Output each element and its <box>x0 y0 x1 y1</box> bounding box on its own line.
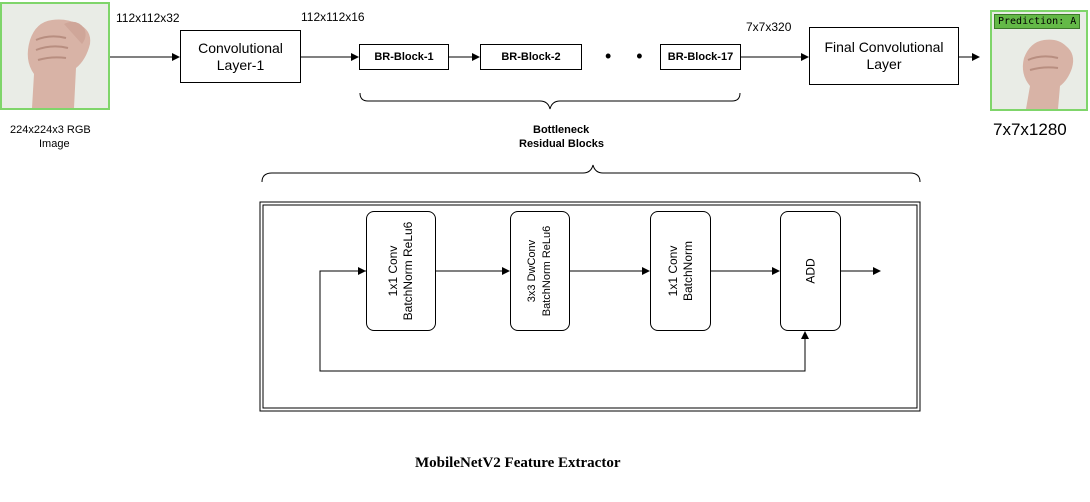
bottleneck-label-line1: Bottleneck <box>533 124 590 136</box>
final-convolutional-layer: Final Convolutional Layer <box>809 27 959 85</box>
output-image: Prediction: A <box>990 10 1088 111</box>
input-caption-line2: Image <box>39 138 70 150</box>
br-block-2-label: BR-Block-2 <box>501 51 561 63</box>
detail-frame-inner <box>262 204 918 409</box>
final-label-line2: Layer <box>866 56 902 72</box>
step4-label: ADD <box>803 258 817 284</box>
br-block-1-label: BR-Block-1 <box>374 51 434 63</box>
step-3x3-dwconv-relu6: 3x3 DwConv BatchNorm ReLu6 <box>510 211 570 331</box>
raised-fist-hand-photo <box>2 4 108 108</box>
figure-title: MobileNetV2 Feature Extractor <box>415 455 621 471</box>
detail-frame-outer <box>259 201 921 412</box>
output-dim: 7x7x1280 <box>993 120 1067 139</box>
step-1x1-conv-relu6: 1x1 Conv BatchNorm ReLu6 <box>366 211 436 331</box>
final-label-line1: Final Convolutional <box>824 39 944 55</box>
residual-skip-connection <box>319 270 809 372</box>
step2-line1: 3x3 DwConv <box>526 239 538 303</box>
convolutional-layer-1: Convolutional Layer-1 <box>180 30 301 83</box>
br-block-2: BR-Block-2 <box>480 44 582 70</box>
step-1x1-conv-linear: 1x1 Conv BatchNorm <box>650 211 711 331</box>
step-add: ADD <box>780 211 841 331</box>
prediction-badge: Prediction: A <box>994 14 1081 29</box>
ellipsis-dots: • • • <box>605 46 684 66</box>
br-block-1: BR-Block-1 <box>359 44 449 70</box>
br-block-17-label: BR-Block-17 <box>667 51 734 63</box>
step1-line1: 1x1 Conv <box>386 245 400 297</box>
brace-br-blocks <box>359 92 741 110</box>
step3-line2: BatchNorm <box>680 240 695 302</box>
dim-after-input: 112x112x32 <box>116 11 180 25</box>
dim-after-conv1: 112x112x16 <box>301 10 365 24</box>
step1-line2: BatchNorm ReLu6 <box>401 221 415 321</box>
dim-after-blocks: 7x7x320 <box>746 20 792 34</box>
input-caption-line1: 224x224x3 RGB <box>10 124 91 136</box>
step3-line1: 1x1 Conv <box>665 245 680 297</box>
conv1-label-line1: Convolutional <box>198 39 283 56</box>
bottleneck-label-line2: Residual Blocks <box>519 138 604 150</box>
brace-detail <box>261 164 921 183</box>
input-image <box>0 2 110 110</box>
br-block-17: BR-Block-17 <box>660 44 741 70</box>
conv1-label-line2: Layer-1 <box>216 56 265 73</box>
step2-line2: BatchNorm ReLu6 <box>541 225 553 317</box>
